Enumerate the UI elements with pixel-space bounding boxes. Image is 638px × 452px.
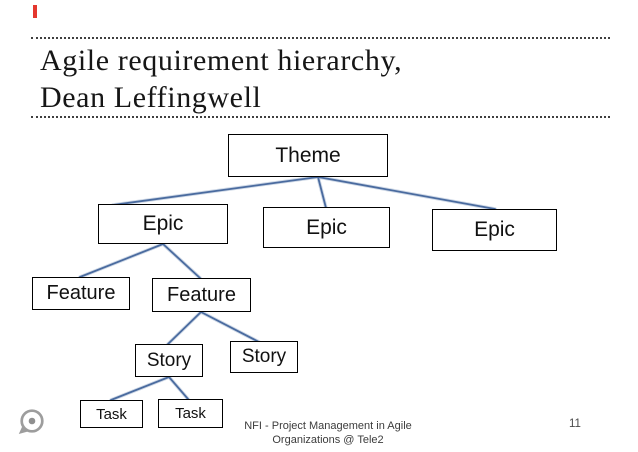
title-bottom-divider [31, 116, 610, 118]
footer-line2: Organizations @ Tele2 [272, 433, 384, 446]
tree-node-task-1: Task [80, 400, 143, 428]
tree-node-epic-3: Epic [432, 209, 557, 251]
tree-node-story-2: Story [230, 341, 298, 373]
tree-node-task-2: Task [158, 399, 223, 428]
connector-lines [79, 176, 496, 401]
tree-node-feature-2: Feature [152, 278, 251, 312]
slide-title-line1: Agile requirement hierarchy, [40, 44, 403, 77]
slideplayer-target-icon [18, 409, 44, 434]
footer-line1: NFI - Project Management in Agile [244, 420, 412, 432]
page-number: 11 [569, 418, 581, 430]
tree-node-feature-1: Feature [32, 277, 130, 310]
title-top-divider [31, 37, 610, 39]
red-cursor-mark [33, 5, 37, 18]
slide-title-line2: Dean Leffingwell [40, 81, 262, 114]
tree-node-epic-2: Epic [263, 207, 390, 248]
slide-title: Agile requirement hierarchy, Dean Leffin… [40, 42, 402, 116]
tree-node-theme: Theme [228, 134, 388, 177]
tree-node-epic-1: Epic [98, 204, 228, 244]
tree-node-story-1: Story [135, 344, 203, 377]
slide-footer: NFI - Project Management in Agile Organi… [198, 420, 458, 447]
